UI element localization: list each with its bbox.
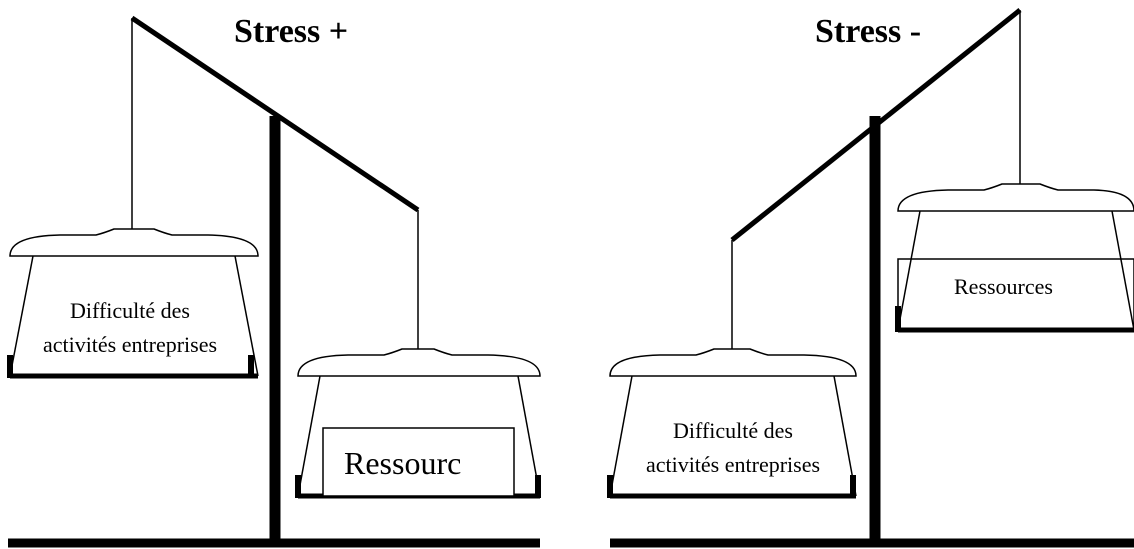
left-scale-right-pan-label: Ressourc xyxy=(344,445,461,481)
left-scale-title: Stress + xyxy=(234,13,348,50)
right-scale-right-pan-label: Ressources xyxy=(954,274,1053,299)
left-scale-resource-box xyxy=(322,427,515,497)
left-scale-left-pan-label-line1: Difficulté des xyxy=(70,298,190,323)
left-scale-left-pan: Difficulté des activités entreprises xyxy=(7,228,259,379)
right-scale-left-pan-label-line1: Difficulté des xyxy=(673,418,793,443)
right-scale-left-pan: Difficulté des activités entreprises xyxy=(607,348,857,499)
left-scale-left-pan-label-line2: activités entreprises xyxy=(43,332,217,357)
scale-stress-plus: Difficulté des activités entreprises Res… xyxy=(7,13,541,548)
right-scale-beam xyxy=(730,8,1022,242)
right-scale-title: Stress - xyxy=(815,13,921,50)
right-scale-left-pan-label-line2: activités entreprises xyxy=(646,452,820,477)
left-scale-right-pan: Ressourc xyxy=(295,348,541,499)
left-scale-beam xyxy=(130,15,420,213)
right-scale-right-pan: Ressources xyxy=(895,183,1134,333)
scale-stress-minus: Difficulté des activités entreprises Res… xyxy=(607,8,1134,548)
